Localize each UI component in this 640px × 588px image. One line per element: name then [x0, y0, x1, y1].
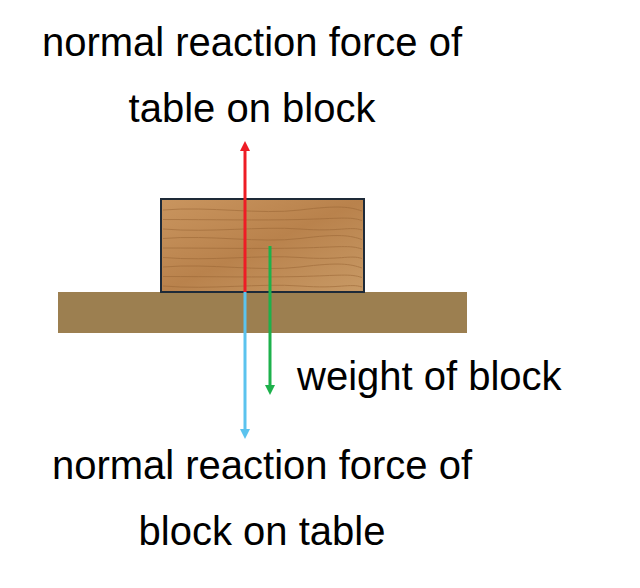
table-top — [58, 292, 467, 333]
force-label: normal reaction force of table on block — [22, 9, 482, 141]
table-on-block-arrow — [244, 146, 247, 292]
force-label: weight of block — [297, 343, 627, 409]
block-on-table-arrow — [244, 292, 247, 434]
weight-arrow — [269, 246, 272, 390]
wood-grain — [163, 207, 362, 287]
force-label: normal reaction force of block on table — [32, 432, 492, 564]
wooden-block — [161, 199, 364, 292]
